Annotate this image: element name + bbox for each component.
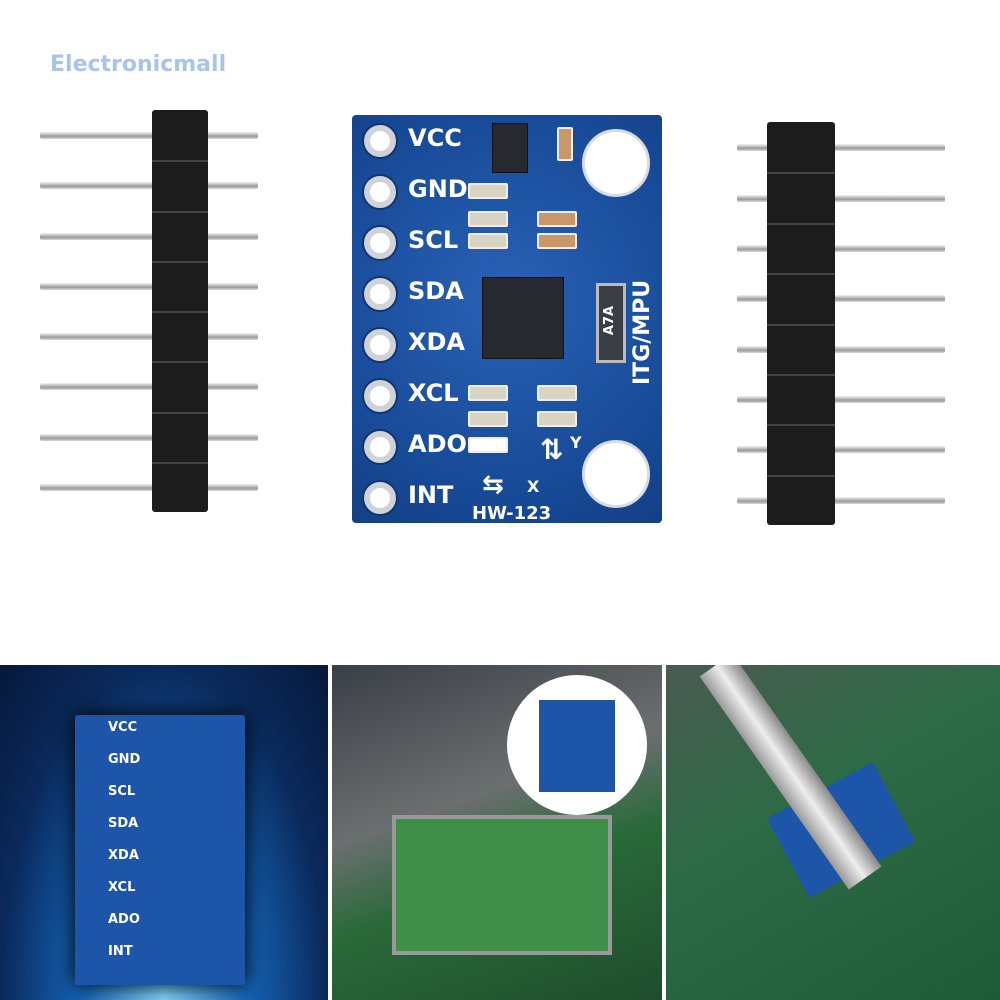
pin-hole: [364, 380, 396, 412]
mpu6050-board: A7A ITG/MPU HW-123 X Y ⇆ ⇅ VCC GND SCL SDA X…: [352, 115, 662, 524]
pin-label-ado: ADO: [408, 430, 467, 458]
capacitor: [557, 127, 573, 161]
pcb-image: [392, 815, 612, 955]
pin-label-gnd: GND: [408, 175, 468, 203]
pin-hole: [364, 431, 396, 463]
pin-hole: [364, 227, 396, 259]
pin-label-sda: SDA: [408, 277, 464, 305]
thumb-pin-label: XCL: [108, 880, 136, 895]
pin-hole: [364, 176, 396, 208]
photo-soldering-workbench: [332, 665, 662, 1000]
resistor: [537, 411, 577, 427]
thumb-pin-label: XDA: [108, 848, 139, 863]
pin-label-xda: XDA: [408, 328, 465, 356]
header-pin: [737, 446, 945, 454]
pin-label-int: INT: [408, 481, 454, 509]
header-housing: [767, 122, 835, 525]
header-pin: [40, 282, 258, 290]
axis-y-label: Y: [570, 433, 582, 452]
header-pin: [40, 433, 258, 441]
axis-y-arrow-icon: ⇅: [540, 433, 564, 466]
header-pin: [40, 333, 258, 341]
capacitor: [537, 233, 577, 249]
capacitor: [537, 385, 577, 401]
thumb-pin-label: VCC: [108, 720, 138, 735]
resistor: [468, 211, 508, 227]
crystal-label: A7A: [602, 305, 618, 336]
regulator-chip: [492, 123, 528, 173]
pin-label-vcc: VCC: [408, 124, 462, 152]
thumb-pin-label: SCL: [108, 784, 136, 799]
thumb-pin-label: SDA: [108, 816, 139, 831]
header-pin: [737, 244, 945, 252]
side-label: ITG/MPU: [630, 279, 655, 385]
pin-hole: [364, 125, 396, 157]
watermark-logo: Electronicmall: [50, 52, 227, 77]
mounting-hole: [582, 440, 650, 508]
header-pin: [737, 345, 945, 353]
header-pin: [737, 295, 945, 303]
pin-label-scl: SCL: [408, 226, 459, 254]
pin-hole: [364, 329, 396, 361]
pin-hole: [364, 278, 396, 310]
header-pin: [737, 194, 945, 202]
header-pin: [40, 483, 258, 491]
led: [468, 437, 508, 453]
photo-module-on-circuit-board: [666, 665, 1000, 1000]
header-pin: [40, 182, 258, 190]
capacitor: [468, 183, 508, 199]
header-pin: [40, 132, 258, 140]
model-label: HW-123: [472, 503, 552, 524]
header-pin: [40, 383, 258, 391]
thumb-pin-label: ADO: [108, 912, 140, 927]
resistor: [468, 233, 508, 249]
crystal: [596, 283, 626, 363]
photo-board-tech-background: VCC GND SCL SDA XDA XCL ADO INT: [0, 665, 328, 1000]
mounting-hole: [582, 129, 650, 197]
thumb-pin-label: GND: [108, 752, 141, 767]
header-pin: [737, 396, 945, 404]
right-pin-header: [0, 0, 1, 1]
pin-hole: [364, 482, 396, 514]
board-inset: [507, 675, 647, 815]
header-pin: [737, 144, 945, 152]
header-pin: [40, 232, 258, 240]
axis-x-arrow-icon: ⇆: [482, 470, 504, 500]
header-pin: [737, 496, 945, 504]
axis-x-label: X: [527, 477, 540, 496]
mpu-chip: [482, 277, 564, 359]
board-thumbnail: [75, 715, 245, 985]
resistor: [468, 411, 508, 427]
thumb-pin-label: INT: [108, 944, 133, 959]
header-housing: [152, 110, 208, 512]
capacitor: [537, 211, 577, 227]
pin-label-xcl: XCL: [408, 379, 459, 407]
capacitor: [468, 385, 508, 401]
